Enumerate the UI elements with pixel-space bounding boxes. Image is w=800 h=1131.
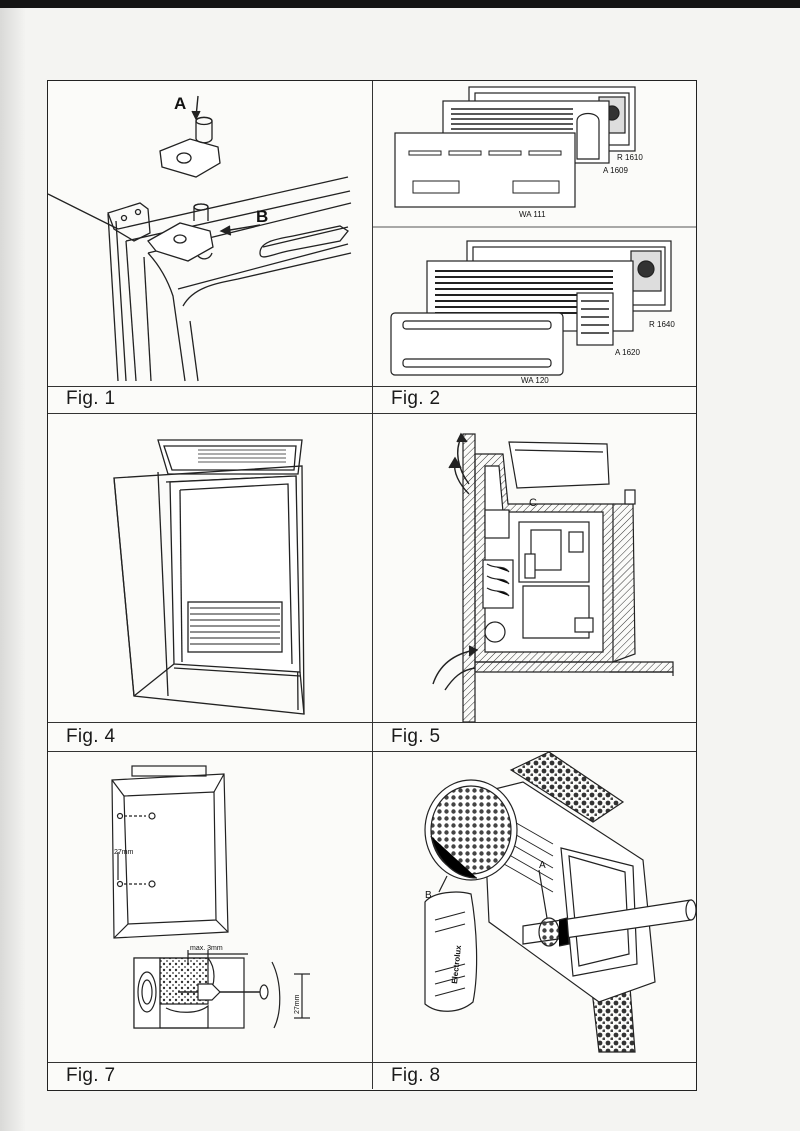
figure-1-drawing: A B	[48, 94, 352, 382]
figure-7-panel: 27mm max. 3mm 27mm Fig. 7	[48, 752, 372, 1090]
figure-2-drawing: R 1610 A 1609 WA 111 R 1640 A 1620 WA 12…	[373, 86, 696, 385]
figure-7-drawing: 27mm max. 3mm 27mm	[111, 765, 310, 1029]
figure-1-caption: Fig. 1	[66, 388, 116, 409]
scan-top-edge	[0, 0, 800, 8]
grid-divider-vertical	[372, 81, 374, 1089]
label-r1610: R 1610	[617, 153, 643, 162]
figure-2-panel: R 1610 A 1609 WA 111 R 1640 A 1620 WA 12…	[373, 81, 696, 413]
figure-2-caption-bar: Fig. 2	[373, 386, 696, 413]
label-a1620: A 1620	[615, 348, 640, 357]
figure-5-caption-bar: Fig. 5	[373, 722, 696, 751]
label-wa111: WA 111	[519, 210, 546, 219]
dim-27mm: 27mm	[114, 849, 134, 856]
label-r1640: R 1640	[649, 320, 675, 329]
label-a: A	[174, 94, 186, 113]
figure-5-caption: Fig. 5	[391, 726, 441, 747]
grid-divider-row2	[48, 751, 696, 753]
figure-8-caption: Fig. 8	[391, 1065, 441, 1086]
figure-sheet: A B Fig. 1	[47, 80, 697, 1091]
figure-5-panel: C Fig. 5	[373, 414, 696, 751]
figure-2-caption: Fig. 2	[391, 388, 441, 409]
brand-label: Electrolux	[450, 944, 463, 984]
label-c: C	[529, 497, 537, 509]
figure-1-panel: A B Fig. 1	[48, 81, 372, 413]
figure-4-caption-bar: Fig. 4	[48, 722, 372, 751]
figure-1-caption-bar: Fig. 1	[48, 386, 372, 413]
figure-4-panel: Fig. 4	[48, 414, 372, 751]
dim-max-3mm: max. 3mm	[190, 945, 223, 952]
figure-8-caption-bar: Fig. 8	[373, 1062, 696, 1090]
figure-4-drawing	[113, 439, 305, 715]
figure-5-drawing: C	[432, 432, 674, 722]
dim-27mm-vertical: 27mm	[294, 994, 301, 1014]
grid-divider-row1	[48, 413, 696, 415]
figure-4-caption: Fig. 4	[66, 726, 116, 747]
scan-left-shadow	[0, 8, 26, 1131]
label-b: B	[425, 890, 432, 901]
label-b: B	[256, 207, 268, 226]
figure-8-drawing: B A Electrolux	[424, 752, 696, 1053]
figure-7-caption-bar: Fig. 7	[48, 1062, 372, 1090]
figure-7-caption: Fig. 7	[66, 1065, 116, 1086]
label-a: A	[539, 860, 546, 871]
label-a1609: A 1609	[603, 166, 628, 175]
figure-8-panel: B A Electrolux Fig. 8	[373, 752, 696, 1090]
label-wa120: WA 120	[521, 376, 549, 385]
